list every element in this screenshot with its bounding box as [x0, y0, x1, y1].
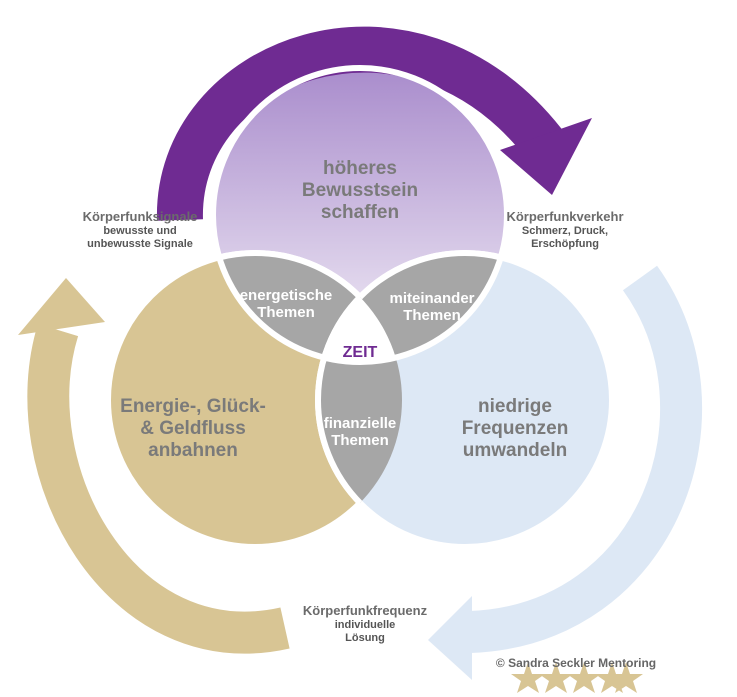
stars: [511, 662, 643, 693]
label-sub: individuelle Lösung: [334, 618, 396, 644]
tan-arrow: [27, 323, 290, 654]
label-title: Körperfunkverkehr: [506, 209, 624, 224]
star-icon: [595, 662, 629, 693]
purple-arrow: [156, 26, 564, 221]
circle-left-label: Energie-, Glück-& Geldfluss anbahnen: [120, 396, 266, 461]
blue-arrowhead: [428, 596, 472, 680]
purple-arrowhead: [500, 118, 592, 195]
star-icon: [567, 662, 601, 693]
lens-miteinander: miteinander Themen: [389, 290, 475, 325]
circle-right-label: niedrige Frequenzen umwandeln: [461, 396, 569, 461]
center-zeit: ZEIT: [342, 344, 378, 361]
star-icon: [539, 662, 573, 693]
circle-top-label: höheres Bewusstsein schaffen: [301, 158, 419, 223]
copyright: © Sandra Seckler Mentoring: [495, 656, 657, 670]
tan-arrowhead: [18, 278, 105, 335]
label-title: Körperfunksignale: [82, 209, 198, 224]
label-title: Körperfunkfrequenz: [302, 603, 428, 618]
star-icon: [511, 662, 545, 693]
blue-arrow: [468, 265, 703, 653]
lens-energetische: energetische Themen: [239, 287, 333, 322]
label-sub: Schmerz, Druck, Erschöpfung: [521, 224, 609, 250]
star-icon: [609, 662, 643, 693]
label-sub: bewusste und unbewusste Signale: [87, 224, 193, 250]
lens-finanzielle: finanzielle Themen: [323, 415, 397, 450]
